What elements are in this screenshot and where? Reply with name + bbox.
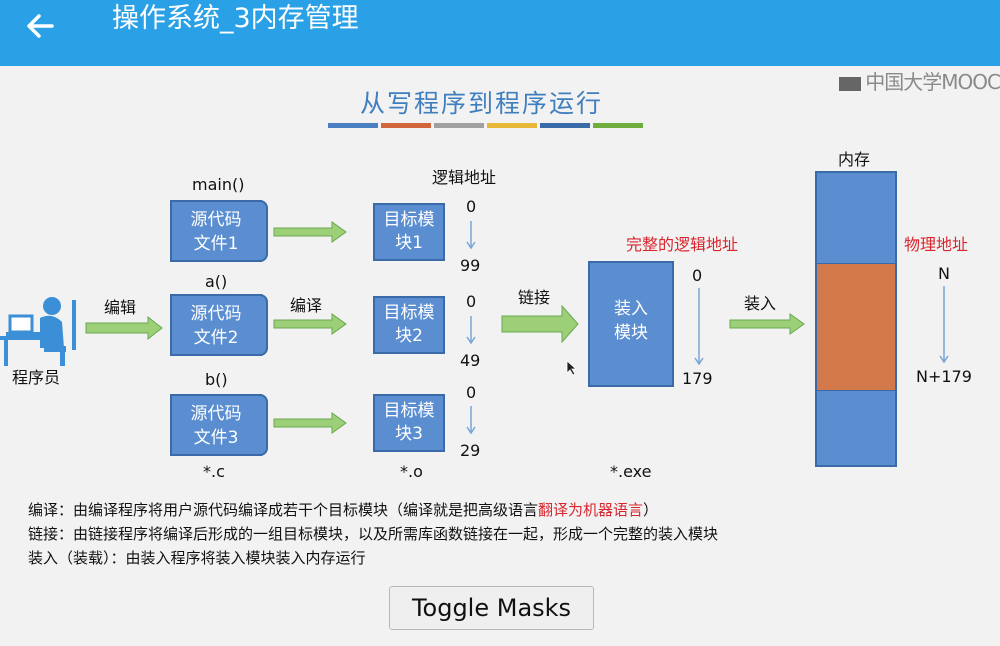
source-func-label: main() [192, 175, 245, 194]
load-module-address-arrow [694, 288, 704, 366]
load-arrow [729, 313, 805, 335]
compile-label: 编译 [290, 296, 323, 315]
object-module-2: 目标模块2 [373, 296, 445, 354]
programmer-icon [0, 297, 76, 366]
memory-block [815, 171, 897, 467]
module-start-address: 0 [466, 383, 477, 402]
title-bar-blue [328, 123, 378, 128]
address-arrow-1 [466, 221, 476, 250]
executable-extension: *.exe [610, 462, 652, 481]
title-bar-orange [381, 123, 431, 128]
physical-start-address: N [938, 264, 950, 283]
title-bar-green [593, 123, 643, 128]
object-module-3: 目标模块3 [373, 394, 445, 452]
compile-arrow-2 [273, 313, 347, 335]
arrow-left-icon[interactable] [22, 8, 58, 44]
source-extension: *.c [203, 462, 225, 481]
link-arrow [501, 304, 579, 344]
compile-note: 编译：由编译程序将用户源代码编译成若干个目标模块（编译就是把高级语言翻译为机器语… [28, 501, 659, 519]
mooc-logo-icon [839, 76, 862, 91]
load-module-start-address: 0 [692, 266, 703, 285]
title-bar-yellow [487, 123, 537, 128]
memory-label: 内存 [838, 150, 871, 169]
load-module-end-address: 179 [682, 369, 713, 388]
full-logical-address-label: 完整的逻辑地址 [626, 235, 739, 254]
compile-arrow-1 [273, 221, 347, 243]
physical-address-label: 物理地址 [904, 235, 969, 254]
edit-arrow [85, 315, 163, 341]
object-module-1: 目标模块1 [373, 203, 445, 261]
module-start-address: 0 [466, 197, 477, 216]
module-end-address: 29 [460, 441, 481, 460]
slide-content: 中国大学MOOC 从写程序到程序运行 程序员 编辑 main() 源代码文件1 … [0, 66, 1000, 646]
notes: 编译：由编译程序将用户源代码编译成若干个目标模块（编译就是把高级语言翻译为机器语… [28, 498, 718, 570]
load-note: 装入（装载）：由装入程序将装入模块装入内存运行 [28, 549, 366, 567]
module-end-address: 49 [460, 351, 481, 370]
compile-arrow-3 [273, 412, 347, 434]
address-arrow-2 [466, 316, 476, 345]
object-extension: *.o [400, 462, 423, 481]
toggle-masks-button[interactable]: Toggle Masks [389, 586, 594, 630]
slide-title: 从写程序到程序运行 [360, 89, 604, 118]
source-file-2: 源代码文件2 [170, 294, 268, 356]
programmer-label: 程序员 [12, 368, 61, 387]
memory-loaded-segment [817, 263, 895, 391]
link-label: 链接 [518, 288, 551, 307]
load-label: 装入 [744, 294, 777, 313]
source-file-3: 源代码文件3 [170, 394, 268, 456]
edit-label: 编辑 [104, 298, 137, 317]
app-title: 操作系统_3内存管理 [112, 3, 359, 34]
source-func-label: a() [205, 272, 228, 291]
module-start-address: 0 [466, 292, 477, 311]
load-module: 装入模块 [588, 261, 674, 387]
flow-arrows [85, 221, 949, 435]
title-bar-gray [434, 123, 484, 128]
logical-address-label: 逻辑地址 [432, 168, 497, 187]
title-bar-navy [540, 123, 590, 128]
module-end-address: 99 [460, 256, 481, 275]
physical-end-address: N+179 [916, 367, 972, 386]
source-func-label: b() [205, 370, 228, 389]
link-note: 链接：由链接程序将编译后形成的一组目标模块，以及所需库函数链接在一起，形成一个完… [28, 525, 719, 543]
source-file-1: 源代码文件1 [170, 200, 268, 262]
physical-address-arrow [939, 286, 949, 364]
mouse-cursor-icon [566, 360, 578, 376]
mooc-watermark: 中国大学MOOC [839, 66, 1000, 95]
app-bar: 操作系统_3内存管理 [0, 0, 1000, 66]
address-arrow-3 [466, 406, 476, 435]
